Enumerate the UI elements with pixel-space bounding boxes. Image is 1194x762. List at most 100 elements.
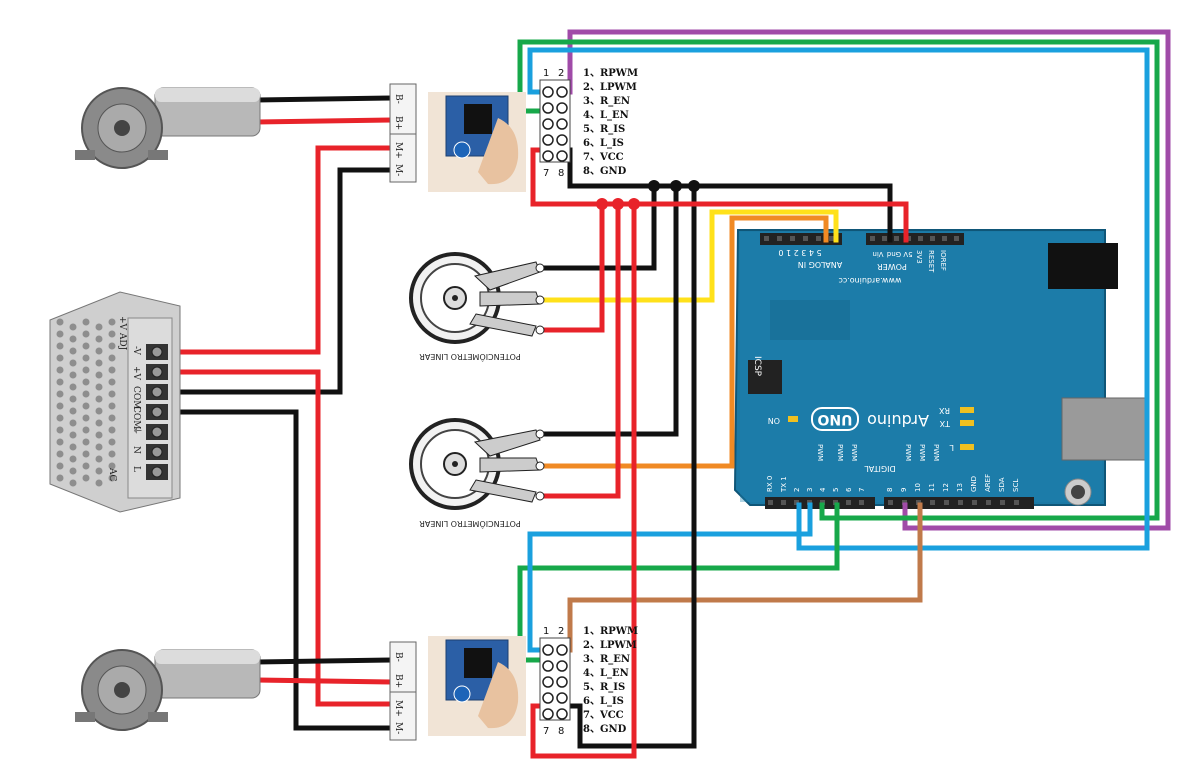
driver-top-term-2: B+ [393, 116, 403, 130]
driver-top-pin-3: 3、R_EN [583, 96, 630, 107]
driver-bottom-pin-7: 7、VCC [583, 710, 624, 721]
psu-terminal-label: -V [131, 346, 141, 355]
driver-bottom-header-2: 2 [558, 626, 564, 637]
driver-pin-hole [542, 708, 554, 720]
psu-screw [151, 466, 163, 478]
driver-pin-hole [542, 676, 554, 688]
driver-top-term-3: M+ [393, 142, 403, 159]
psu-screw [151, 446, 163, 458]
digital-pin-label: 3 [806, 488, 814, 492]
driver-pin-hole [556, 676, 568, 688]
potentiometer-top [409, 252, 545, 344]
psu-screw [151, 406, 163, 418]
wire-green-bottom-loop [517, 502, 840, 663]
dc-gear-motor-top [75, 87, 261, 169]
vent-hole [56, 354, 64, 362]
vent-hole [69, 383, 77, 391]
wire-red-pot1-vcc [537, 201, 605, 333]
rx-led-label: RX [938, 406, 950, 415]
header-hole [829, 236, 834, 241]
vent-hole [108, 378, 116, 386]
vent-hole [108, 318, 116, 326]
analog-in-label: ANALOG IN [798, 260, 843, 269]
header-hole [882, 236, 887, 241]
psu-screw [151, 366, 163, 378]
power-pin-gnd: Gnd [887, 250, 901, 258]
wire-black-pot2-gnd [537, 183, 679, 437]
psu-screw [151, 386, 163, 398]
vent-hole [95, 407, 103, 415]
wire-blue-top-loop [527, 47, 1150, 551]
psu-adj-label: +V ADJ [117, 316, 127, 351]
vent-hole [56, 426, 64, 434]
header-hole [1014, 500, 1019, 505]
vent-hole [82, 378, 90, 386]
pwm-label-11: PWM [932, 444, 940, 461]
vent-hole [82, 390, 90, 398]
pwm-label-9: PWM [904, 444, 912, 461]
driver-pin-hole [542, 150, 554, 162]
driver-bottom-pin-8: 8、GND [583, 724, 627, 735]
digital-pin-label: SDA [998, 477, 1006, 492]
wire-blue-bottom-loop [527, 502, 813, 653]
arduino-brand: Arduino [867, 411, 929, 430]
psu-screw [151, 426, 163, 438]
vent-hole [69, 323, 77, 331]
vent-hole [56, 474, 64, 482]
power-header [866, 233, 964, 245]
power-supply [49, 291, 181, 513]
header-hole [944, 500, 949, 505]
driver-pin-hole [556, 708, 568, 720]
vent-hole [108, 474, 116, 482]
psu-terminal-block [146, 344, 168, 480]
driver-pin-hole [556, 644, 568, 656]
vent-hole [95, 371, 103, 379]
driver-pin-hole [556, 692, 568, 704]
wire-red-psu-driver1 [157, 145, 393, 355]
vent-hole [95, 395, 103, 403]
driver-bottom-header-1: 1 [543, 626, 549, 637]
vent-hole [69, 407, 77, 415]
vent-hole [82, 342, 90, 350]
wire-motor1-black [255, 95, 393, 103]
pot-top-label: POTENCIÔMETRO LINEAR [419, 352, 521, 363]
header-hole [781, 500, 786, 505]
vent-hole [95, 455, 103, 463]
driver-bottom-term-1: B- [393, 652, 403, 662]
driver-bottom-footer-8: 8 [558, 726, 564, 737]
psu-terminal-label: ⏚ [131, 426, 142, 435]
header-hole [954, 236, 959, 241]
psu-terminal-label: N [131, 446, 141, 454]
header-hole [846, 500, 851, 505]
driver-pin-hole [556, 150, 568, 162]
atmega-chip [770, 300, 850, 340]
driver-pin-hole [556, 118, 568, 130]
vent-hole [56, 438, 64, 446]
digital-pin-label: 13 [956, 483, 964, 492]
vent-hole [82, 438, 90, 446]
vent-hole [108, 414, 116, 422]
driver-top-header-2: 2 [558, 68, 564, 79]
vent-hole [56, 342, 64, 350]
arduino-uno-board: ICSP UNO Arduino ON www.arduino.cc ANALO… [733, 229, 1147, 509]
potentiometer-bottom [409, 418, 545, 510]
header-hole [894, 236, 899, 241]
vent-hole [108, 354, 116, 362]
header-hole [803, 236, 808, 241]
vent-hole [56, 378, 64, 386]
power-pin-reset: RESET [927, 250, 935, 273]
driver-top-pin-6: 6、L_IS [583, 138, 624, 149]
driver-bottom-photo [428, 636, 526, 736]
header-hole [768, 500, 773, 505]
vent-hole [95, 419, 103, 427]
psu-ac-label: AC [107, 467, 117, 481]
wire-red-driver2-vcc [530, 201, 637, 759]
header-hole [859, 500, 864, 505]
vent-hole [82, 318, 90, 326]
wire-black-driver2-gnd [557, 183, 697, 749]
driver-bottom-term-3: M+ [393, 700, 403, 717]
vent-hole [56, 330, 64, 338]
driver-pin-hole [542, 644, 554, 656]
digital-pin-label: 12 [942, 483, 950, 492]
